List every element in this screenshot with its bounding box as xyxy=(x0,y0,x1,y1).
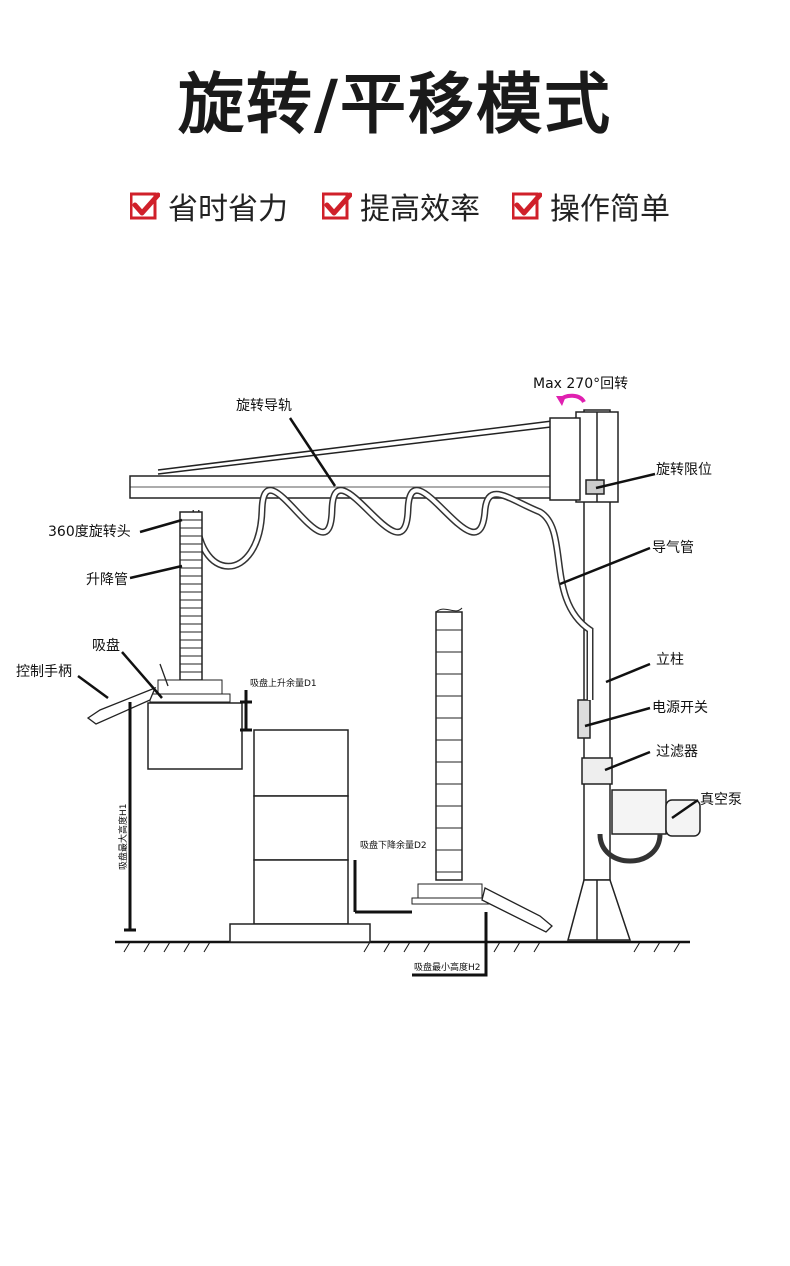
rail-label: 旋转导轨 xyxy=(236,398,292,414)
suction-label: 吸盘 xyxy=(92,637,120,654)
hose-label: 导气管 xyxy=(652,540,694,556)
red-check-icon xyxy=(512,192,542,220)
lift-tube-right xyxy=(411,607,491,905)
h2-label: 吸盘最小高度H2 xyxy=(414,961,481,973)
feature-item-1: 省时省力 xyxy=(130,186,288,227)
d1-label: 吸盘上升余量D1 xyxy=(250,677,317,689)
limit-label: 旋转限位 xyxy=(656,462,712,478)
boom-arm xyxy=(129,417,605,501)
air-hose-loops xyxy=(192,486,594,700)
red-check-icon xyxy=(322,192,352,220)
rotation-label: Max 270°回转 xyxy=(533,376,628,392)
lift-tube-left xyxy=(149,511,231,703)
handle-label: 控制手柄 xyxy=(16,664,72,680)
leader-lines xyxy=(77,417,699,820)
ground xyxy=(115,940,690,953)
feature-label: 省时省力 xyxy=(168,192,288,227)
filter-and-pump xyxy=(581,757,701,864)
feature-item-3: 操作简单 xyxy=(512,186,670,227)
filter-label: 过滤器 xyxy=(656,744,698,760)
power-label: 电源开关 xyxy=(652,700,708,716)
h1-label: 吸盘最大高度H1 xyxy=(117,804,129,871)
red-check-icon xyxy=(130,192,160,220)
lift-tube-label: 升降管 xyxy=(86,572,128,588)
d2-label: 吸盘下降余量D2 xyxy=(360,839,427,851)
pump-label: 真空泵 xyxy=(700,792,742,808)
feature-label: 提高效率 xyxy=(360,192,480,227)
control-handle-left xyxy=(86,663,169,725)
box-stack xyxy=(147,702,371,943)
feature-label: 操作简单 xyxy=(550,192,670,227)
feature-list: 省时省力 提高效率 操作简单 xyxy=(0,186,790,227)
feature-item-2: 提高效率 xyxy=(322,186,480,227)
swivel-label: 360度旋转头 xyxy=(48,524,131,540)
dimension-lines xyxy=(124,690,488,977)
control-handle-right xyxy=(481,887,553,933)
column-label: 立柱 xyxy=(656,652,684,668)
page-title: 旋转/平移模式 xyxy=(177,66,613,143)
